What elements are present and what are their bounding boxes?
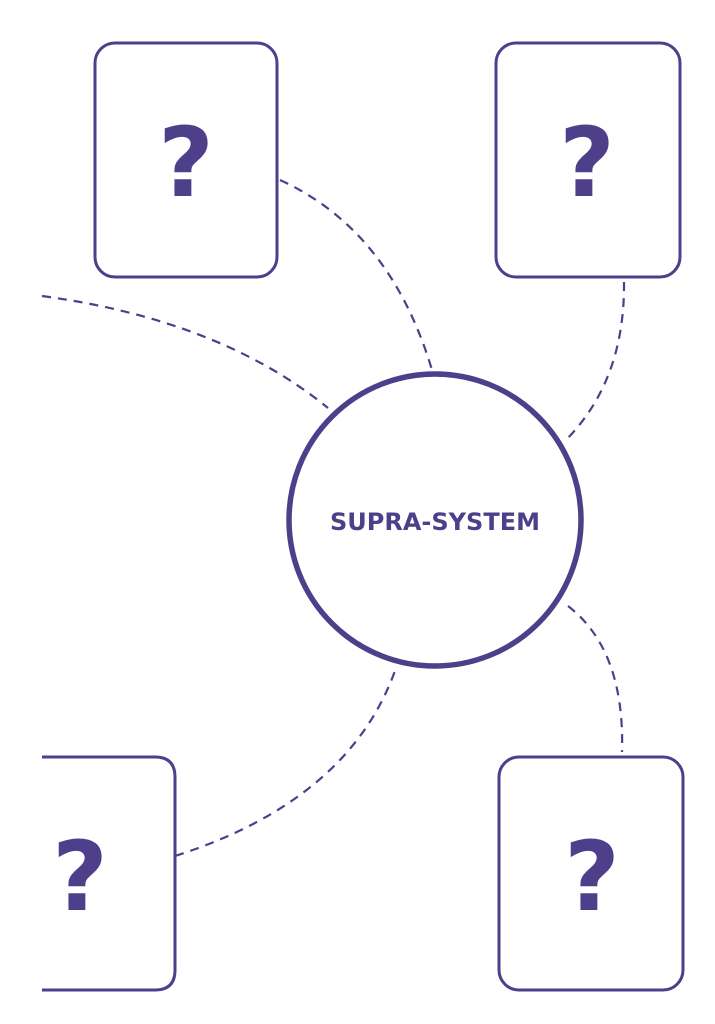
connector-top-left xyxy=(279,178,434,371)
question-mark: ? xyxy=(564,821,620,933)
connector-bottom-left xyxy=(174,667,398,858)
question-mark: ? xyxy=(52,821,108,933)
supra-system-node: SUPRA-SYSTEM xyxy=(286,371,584,669)
question-mark: ? xyxy=(158,107,214,219)
supra-system-label: SUPRA-SYSTEM xyxy=(330,508,540,536)
unknown-node-bottom-left: ? xyxy=(42,755,177,992)
connector-bottom-right xyxy=(567,605,624,753)
unknown-node-bottom-right: ? xyxy=(497,755,685,992)
connector-top-right xyxy=(565,281,626,441)
connector-left xyxy=(41,294,329,409)
unknown-node-top-left: ? xyxy=(93,41,279,279)
unknown-node-top-right: ? xyxy=(494,41,682,279)
question-mark: ? xyxy=(559,107,615,219)
